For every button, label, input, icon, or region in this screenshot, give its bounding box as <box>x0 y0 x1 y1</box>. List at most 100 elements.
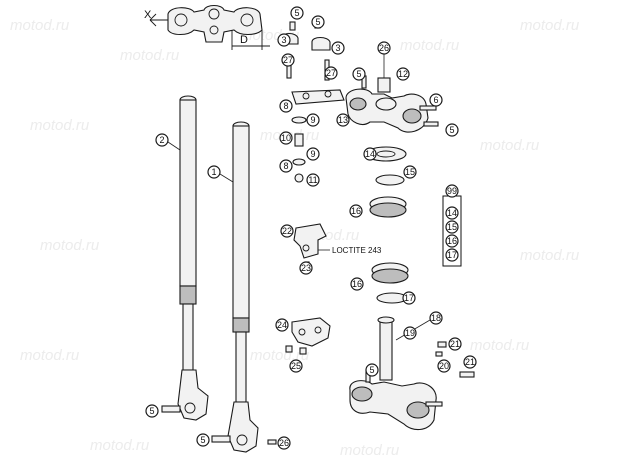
svg-text:21: 21 <box>450 339 460 349</box>
callout-12: 12 <box>396 67 410 81</box>
callout-5: 5 <box>352 67 366 81</box>
handlebar-clamp-base <box>291 89 345 105</box>
callout-5: 5 <box>365 363 379 377</box>
svg-text:5: 5 <box>369 365 374 375</box>
watermark: motod.ru <box>40 237 100 254</box>
callout-3: 3 <box>277 33 291 47</box>
svg-text:10: 10 <box>281 133 291 143</box>
dimension-d-label: D <box>240 34 248 46</box>
callout-9: 9 <box>306 147 320 161</box>
callout-5: 5 <box>445 123 459 137</box>
callout-19: 19 <box>403 326 417 340</box>
svg-text:26: 26 <box>379 43 389 53</box>
svg-text:20: 20 <box>439 361 449 371</box>
svg-text:24: 24 <box>277 320 287 330</box>
svg-text:14: 14 <box>447 208 457 218</box>
svg-text:17: 17 <box>404 293 414 303</box>
svg-text:25: 25 <box>291 361 301 371</box>
svg-text:5: 5 <box>449 125 454 135</box>
callout-16: 16 <box>350 277 364 291</box>
svg-text:19: 19 <box>405 328 415 338</box>
svg-text:16: 16 <box>447 236 457 246</box>
clamp-bolts <box>435 341 475 378</box>
lower-triple-clamp <box>349 316 443 431</box>
callout-99: 99 <box>445 184 459 198</box>
watermark: motod.ru <box>120 47 180 64</box>
watermark: motod.ru <box>90 437 150 454</box>
svg-text:5: 5 <box>356 69 361 79</box>
callout-25: 25 <box>289 359 303 373</box>
fork-leg-1 <box>211 121 259 453</box>
svg-text:17: 17 <box>447 250 457 260</box>
callout-3: 3 <box>331 41 345 55</box>
svg-text:18: 18 <box>431 313 441 323</box>
dimension-x-label: X <box>144 9 152 21</box>
svg-text:13: 13 <box>338 115 348 125</box>
callout-14: 14 <box>363 147 377 161</box>
callout-18: 18 <box>429 311 443 325</box>
callout-2: 2 <box>155 133 169 147</box>
callout-9: 9 <box>306 113 320 127</box>
callout-23: 23 <box>299 261 313 275</box>
svg-text:23: 23 <box>301 263 311 273</box>
callout-5: 5 <box>311 15 325 29</box>
svg-text:99: 99 <box>447 186 457 196</box>
svg-text:2: 2 <box>159 135 164 145</box>
svg-text:3: 3 <box>281 35 286 45</box>
svg-text:5: 5 <box>294 8 299 18</box>
svg-text:26: 26 <box>279 438 289 448</box>
svg-text:9: 9 <box>310 149 315 159</box>
svg-text:11: 11 <box>308 175 317 185</box>
callout-5: 5 <box>290 6 304 20</box>
watermark: motod.ru <box>520 17 580 34</box>
watermark: motod.ru <box>400 37 460 54</box>
callout-1: 1 <box>207 165 221 179</box>
callout-20: 20 <box>437 359 451 373</box>
callout-16: 16 <box>445 234 459 248</box>
svg-text:21: 21 <box>465 357 475 367</box>
watermark: motod.ru <box>340 442 400 459</box>
svg-text:15: 15 <box>405 167 415 177</box>
svg-text:1: 1 <box>211 167 216 177</box>
watermark-layer: motod.ru motod.ru motod.ru motod.ru moto… <box>10 17 580 459</box>
svg-text:8: 8 <box>283 101 288 111</box>
svg-text:14: 14 <box>365 149 375 159</box>
kit-group-99: 99 14 15 16 17 <box>442 184 462 267</box>
callout-5: 5 <box>196 433 210 447</box>
callout-14: 14 <box>445 206 459 220</box>
callout-26: 26 <box>277 436 291 450</box>
loctite-note: LOCTITE 243 <box>332 246 382 255</box>
spacer-parts <box>291 116 307 183</box>
steering-bearings <box>365 146 409 304</box>
svg-text:5: 5 <box>149 406 154 416</box>
svg-text:8: 8 <box>283 161 288 171</box>
callout-27: 27 <box>324 66 338 80</box>
fork-leg-2 <box>161 95 209 421</box>
svg-text:6: 6 <box>433 95 438 105</box>
callout-8: 8 <box>279 99 293 113</box>
callout-27: 27 <box>281 53 295 67</box>
callout-13: 13 <box>336 113 350 127</box>
callout-26: 26 <box>377 41 391 55</box>
callout-21: 21 <box>448 337 462 351</box>
svg-text:27: 27 <box>283 55 293 65</box>
svg-text:16: 16 <box>352 279 362 289</box>
svg-text:9: 9 <box>310 115 315 125</box>
watermark: motod.ru <box>30 117 90 134</box>
callout-11: 11 <box>306 173 320 187</box>
callout-5: 5 <box>145 404 159 418</box>
watermark: motod.ru <box>520 247 580 264</box>
callout-22: 22 <box>280 224 294 238</box>
callout-6: 6 <box>429 93 443 107</box>
callout-10: 10 <box>279 131 293 145</box>
svg-text:5: 5 <box>315 17 320 27</box>
watermark: motod.ru <box>10 17 70 34</box>
callout-8: 8 <box>279 159 293 173</box>
svg-text:5: 5 <box>200 435 205 445</box>
svg-text:15: 15 <box>447 222 457 232</box>
callout-21: 21 <box>463 355 477 369</box>
callout-24: 24 <box>275 318 289 332</box>
svg-text:22: 22 <box>282 226 292 236</box>
triple-clamp-top-view: X D <box>144 4 270 50</box>
